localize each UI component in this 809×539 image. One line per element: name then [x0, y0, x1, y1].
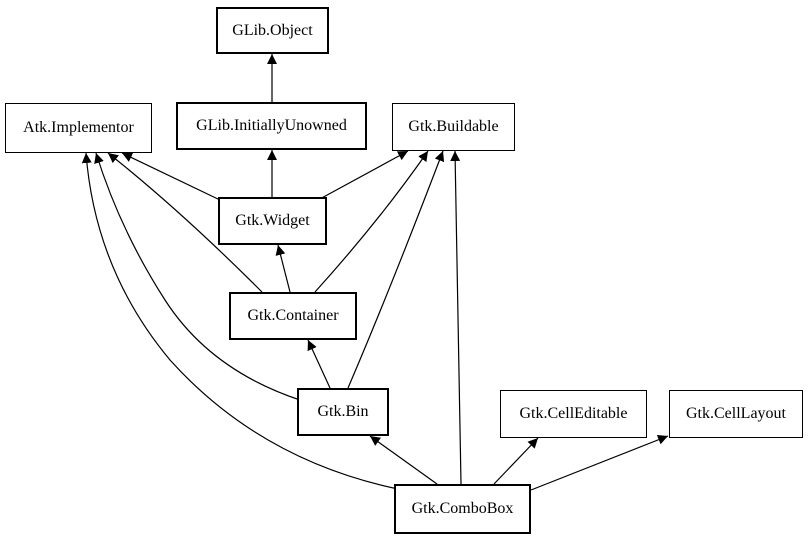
node-gtk-cell-layout-label: Gtk.CellLayout: [686, 405, 786, 422]
node-gtk-widget[interactable]: Gtk.Widget: [218, 197, 327, 245]
node-glib-initially-unowned-label: GLib.InitiallyUnowned: [196, 117, 347, 134]
node-gtk-combo-box-label: Gtk.ComboBox: [411, 500, 514, 517]
edge-gtk-bin-to-gtk-container: [307, 339, 331, 389]
node-glib-object-label: GLib.Object: [232, 21, 313, 39]
node-gtk-container-label: Gtk.Container: [247, 307, 339, 324]
node-gtk-widget-label: Gtk.Widget: [235, 212, 310, 229]
edge-gtk-widget-to-gtk-buildable: [317, 150, 409, 201]
edge-gtk-combo-box-to-gtk-buildable: [450, 150, 462, 485]
node-gtk-combo-box[interactable]: Gtk.ComboBox: [394, 484, 531, 534]
edge-gtk-container-to-gtk-widget: [275, 244, 291, 293]
node-gtk-bin-label: Gtk.Bin: [317, 403, 369, 420]
node-gtk-cell-layout[interactable]: Gtk.CellLayout: [669, 390, 803, 438]
node-gtk-buildable[interactable]: Gtk.Buildable: [392, 103, 515, 151]
edge-gtk-container-to-gtk-buildable: [314, 150, 429, 293]
edge-gtk-container-to-atk-implementor: [107, 152, 263, 293]
edge-gtk-widget-to-atk-implementor: [121, 152, 221, 201]
edge-gtk-bin-to-gtk-buildable: [347, 150, 445, 389]
edge-gtk-combo-box-to-atk-implementor: [81, 152, 399, 490]
node-gtk-cell-editable[interactable]: Gtk.CellEditable: [500, 390, 647, 438]
node-gtk-cell-editable-label: Gtk.CellEditable: [519, 405, 628, 422]
node-atk-implementor[interactable]: Atk.Implementor: [5, 103, 152, 153]
edge-gtk-combo-box-to-gtk-cell-layout: [530, 435, 669, 491]
node-atk-implementor-label: Atk.Implementor: [23, 119, 134, 136]
edge-gtk-combo-box-to-gtk-bin: [369, 435, 438, 485]
node-gtk-buildable-label: Gtk.Buildable: [408, 118, 499, 135]
node-glib-object[interactable]: GLib.Object: [216, 7, 329, 54]
node-gtk-bin[interactable]: Gtk.Bin: [297, 388, 389, 436]
node-glib-initially-unowned[interactable]: GLib.InitiallyUnowned: [176, 102, 367, 150]
node-gtk-container[interactable]: Gtk.Container: [229, 292, 357, 340]
edge-gtk-bin-to-atk-implementor: [94, 152, 301, 401]
edge-gtk-combo-box-to-gtk-cell-editable: [493, 437, 539, 485]
